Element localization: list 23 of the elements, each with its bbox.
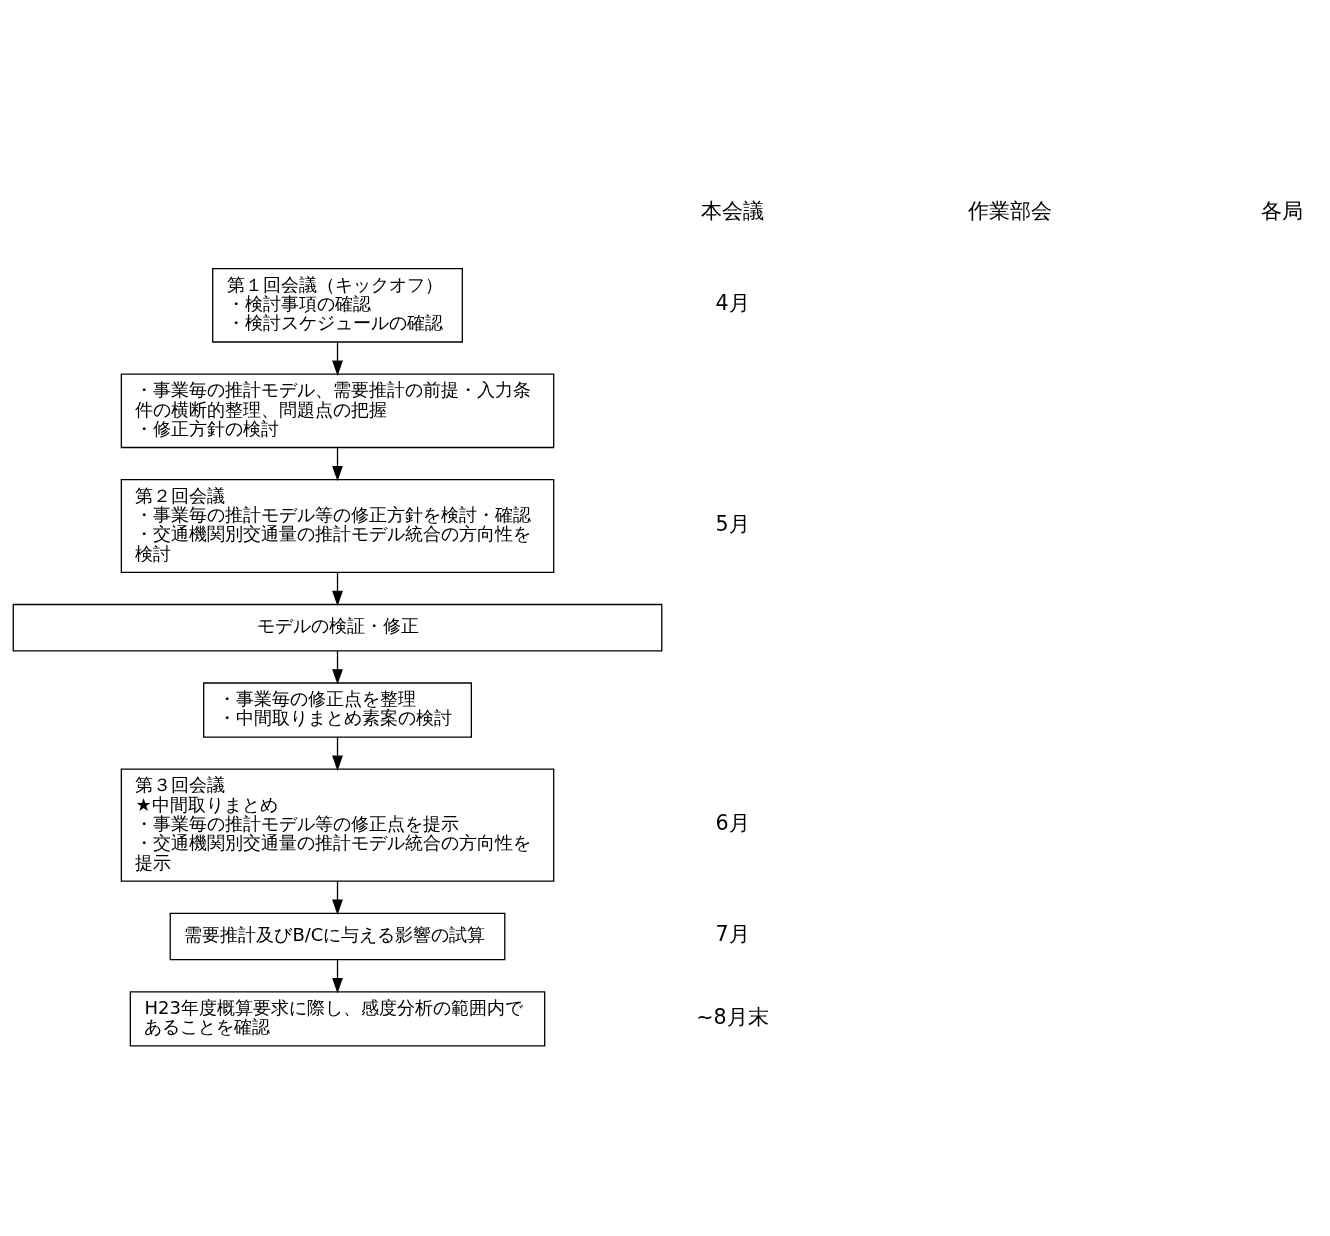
node-box: モデルの検証・修正: [12, 603, 663, 652]
node-box: 第３回会議 ★中間取りまとめ ・事業毎の推計モデル等の修正点を提示 ・交通機関別交通量の推計モデル統合の方向性を提示: [120, 768, 555, 882]
label: ~8月末: [696, 1004, 769, 1029]
label: 4月: [715, 291, 750, 316]
arrow: [332, 650, 343, 685]
label: 7月: [715, 922, 750, 947]
arrow: [332, 736, 343, 771]
node-box: 第２回会議 ・事業毎の推計モデル等の修正方針を検討・確認 ・交通機関別交通量の推計モデル統合の方向性を検討: [120, 479, 555, 573]
arrow: [332, 341, 343, 376]
node-box: 需要推計及びB/Cに与える影響の試算: [169, 912, 506, 961]
label: 作業部会: [968, 199, 1053, 224]
node-box: 第１回会議（キックオフ） ・検討事項の確認 ・検討スケジュールの確認: [212, 268, 463, 343]
arrow: [332, 959, 343, 994]
label: 6月: [715, 811, 750, 836]
label: 本会議: [701, 199, 765, 224]
label: 各局: [1261, 199, 1304, 224]
arrow: [332, 572, 343, 607]
arrow: [332, 880, 343, 915]
node-box: ・事業毎の修正点を整理 ・中間取りまとめ素案の検討: [203, 682, 472, 738]
node-box: ・事業毎の推計モデル、需要推計の前提・入力条件の横断的整理、問題点の把握 ・修正方針の検討: [120, 373, 555, 449]
node-box: H23年度概算要求に際し、感度分析の範囲内であることを確認: [129, 991, 546, 1047]
label: 5月: [715, 511, 750, 536]
arrow: [332, 447, 343, 482]
